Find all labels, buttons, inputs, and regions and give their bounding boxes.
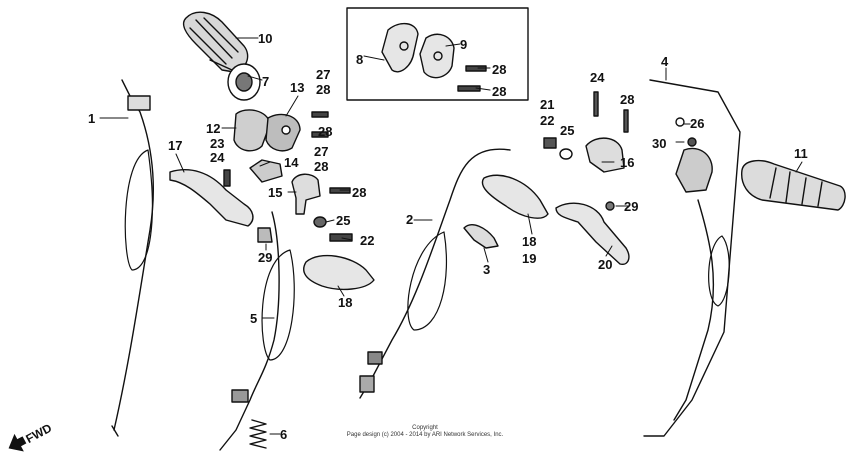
callout-22a: 22 xyxy=(540,113,554,128)
callout-18a: 18 xyxy=(338,295,352,310)
callout-5: 5 xyxy=(250,311,257,326)
lever-bracket xyxy=(291,173,351,215)
throttle-cable xyxy=(219,211,295,451)
callout-18b: 18 xyxy=(522,234,536,249)
callout-30: 30 xyxy=(652,136,666,151)
callout-24b: 24 xyxy=(590,70,605,85)
callout-12: 12 xyxy=(206,121,220,136)
callout-24a: 24 xyxy=(210,150,225,165)
callout-2: 2 xyxy=(406,212,413,227)
bolt-left xyxy=(257,227,273,243)
brake-lever xyxy=(555,202,630,265)
callout-15: 15 xyxy=(268,185,282,200)
front-brake-cable xyxy=(359,148,511,399)
callout-28f: 28 xyxy=(620,92,634,107)
callout-21: 21 xyxy=(540,97,554,112)
clutch-lever xyxy=(169,169,254,227)
callout-28b: 28 xyxy=(314,159,328,174)
callout-19: 19 xyxy=(522,251,536,266)
holder-fasteners xyxy=(543,91,629,211)
leader-lines xyxy=(99,37,803,435)
callout-28a: 28 xyxy=(316,82,330,97)
callout-25a: 25 xyxy=(336,213,350,228)
copyright-title: Copyright xyxy=(412,425,438,431)
callout-28c: 28 xyxy=(352,185,366,200)
callout-29b: 29 xyxy=(624,199,638,214)
throttle-housing xyxy=(233,109,301,152)
callout-7: 7 xyxy=(262,74,269,89)
fwd-arrow-icon: FWD xyxy=(8,421,54,452)
callout-4: 4 xyxy=(661,54,669,69)
callout-27a: 27 xyxy=(316,67,330,82)
callout-16: 16 xyxy=(620,155,634,170)
spring xyxy=(249,419,267,449)
callout-29a: 29 xyxy=(258,250,272,265)
callout-14: 14 xyxy=(284,155,299,170)
lever-holder xyxy=(585,137,625,173)
left-grip xyxy=(741,159,846,211)
callout-28g: 28 xyxy=(318,124,332,139)
cable-clamp xyxy=(463,224,499,249)
callout-1: 1 xyxy=(88,111,95,126)
callout-25b: 25 xyxy=(560,123,574,138)
housing-halves xyxy=(381,23,455,79)
copyright-notice: Page design (c) 2004 - 2014 by ARI Netwo… xyxy=(346,432,504,438)
lever-cover-right xyxy=(481,174,549,219)
callout-26: 26 xyxy=(690,116,704,131)
cable-guide xyxy=(249,159,283,183)
callout-28d: 28 xyxy=(492,62,506,77)
throttle-pipe xyxy=(209,59,261,101)
inset-frame xyxy=(346,7,529,101)
callout-8: 8 xyxy=(356,52,363,67)
callout-22b: 22 xyxy=(360,233,374,248)
callout-23: 23 xyxy=(210,136,224,151)
engine-stop-switch xyxy=(643,79,741,437)
clutch-cable xyxy=(111,79,154,437)
callout-28e: 28 xyxy=(492,84,506,99)
callout-labels: 1 2 3 4 5 6 7 8 9 10 11 12 13 14 15 16 1… xyxy=(88,31,808,442)
callout-6: 6 xyxy=(280,427,287,442)
callout-10: 10 xyxy=(258,31,272,46)
callout-13: 13 xyxy=(290,80,304,95)
callout-11: 11 xyxy=(794,146,808,161)
inset-screws xyxy=(457,65,487,92)
callout-9: 9 xyxy=(460,37,467,52)
callout-20: 20 xyxy=(598,257,612,272)
callout-3: 3 xyxy=(483,262,490,277)
callout-17: 17 xyxy=(168,138,182,153)
lever-cover-left xyxy=(303,254,375,291)
small-parts-center xyxy=(313,216,353,242)
callout-27b: 27 xyxy=(314,144,328,159)
housing-screws xyxy=(223,111,329,187)
